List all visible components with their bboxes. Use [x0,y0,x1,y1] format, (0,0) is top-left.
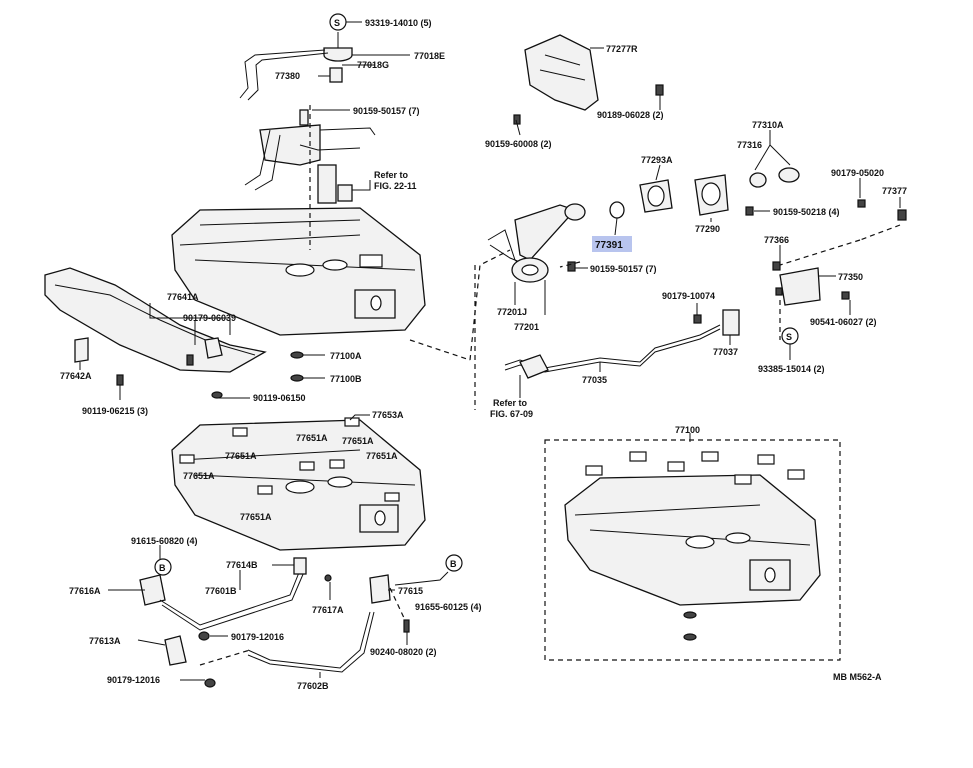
fuel-pump-assembly [239,47,376,204]
label-77391-highlighted[interactable]: 77391 [595,240,623,251]
label-77350[interactable]: 77350 [838,272,863,282]
filler-assembly [487,34,907,283]
diagram-code: MB M562-A [833,672,882,682]
label-77616a[interactable]: 77616A [69,586,101,596]
refer-to-text-2: Refer to [493,398,528,408]
marker-s-right-label: S [786,332,792,342]
label-77277r[interactable]: 77277R [606,44,638,54]
label-77651a[interactable]: 77651A [296,433,328,443]
label-77602b[interactable]: 77602B [297,681,329,691]
refer-fig-67-09[interactable]: FIG. 67-09 [490,409,533,419]
label-77651a[interactable]: 77651A [342,436,374,446]
marker-s-top: S [329,13,347,31]
label-77651a[interactable]: 77651A [366,451,398,461]
label-91655-60125[interactable]: 91655-60125 (4) [415,602,482,612]
connection-lines [199,105,581,666]
refer-to-text-1: Refer to [374,170,409,180]
label-77316[interactable]: 77316 [737,140,762,150]
label-77018g[interactable]: 77018G [357,60,389,70]
label-77377[interactable]: 77377 [882,186,907,196]
label-90159-50218[interactable]: 90159-50218 (4) [773,207,840,217]
label-90119-06215[interactable]: 90119-06215 (3) [82,406,148,416]
label-77201j[interactable]: 77201J [497,307,527,317]
label-77601b[interactable]: 77601B [205,586,237,596]
marker-b-left: B [154,558,172,576]
label-77642a[interactable]: 77642A [60,371,92,381]
refer-fig-22-11[interactable]: FIG. 22-11 [374,181,417,191]
label-77100[interactable]: 77100 [675,425,700,435]
label-77651a[interactable]: 77651A [225,451,257,461]
label-77018e[interactable]: 77018E [414,51,445,61]
label-90179-05020[interactable]: 90179-05020 [831,168,884,178]
fuel-lid [772,224,901,340]
label-77651a[interactable]: 77651A [240,512,272,522]
marker-b-right-label: B [450,559,457,569]
vent-line [504,309,740,379]
label-90119-06150[interactable]: 90119-06150 [253,393,306,403]
label-77653a[interactable]: 77653A [372,410,404,420]
label-90179-10074[interactable]: 90179-10074 [662,291,715,301]
label-90179-06039[interactable]: 90179-06039 [183,313,236,323]
label-93319-14010[interactable]: 93319-14010 (5) [365,18,432,28]
fuel-tank-assembly-box [544,439,841,661]
label-77615[interactable]: 77615 [398,586,423,596]
fuel-tank-lower [171,417,426,551]
label-77613a[interactable]: 77613A [89,636,121,646]
label-77651a[interactable]: 77651A [183,471,215,481]
label-77641a[interactable]: 77641A [167,292,199,302]
label-90189-06028[interactable]: 90189-06028 (2) [597,110,664,120]
label-77366[interactable]: 77366 [764,235,789,245]
label-77100a[interactable]: 77100A [330,351,362,361]
label-93385-15014[interactable]: 93385-15014 (2) [758,364,825,374]
label-77201[interactable]: 77201 [514,322,539,332]
label-90159-50157-mid[interactable]: 90159-50157 (7) [590,264,657,274]
marker-b-left-label: B [159,563,166,573]
marker-s-top-label: S [334,18,340,28]
label-77290[interactable]: 77290 [695,224,720,234]
label-91615-60820[interactable]: 91615-60820 (4) [131,536,198,546]
label-90159-60008[interactable]: 90159-60008 (2) [485,139,552,149]
label-90240-08020[interactable]: 90240-08020 (2) [370,647,437,657]
label-77100b[interactable]: 77100B [330,374,362,384]
label-90179-12016-a[interactable]: 90179-12016 [231,632,284,642]
marker-b-right: B [445,554,463,572]
part-highlight [592,236,632,252]
label-77617a[interactable]: 77617A [312,605,344,615]
label-77380[interactable]: 77380 [275,71,300,81]
leader-lines [79,21,901,681]
fuel-tank-upper [171,207,426,336]
label-77293a[interactable]: 77293A [641,155,673,165]
tank-straps [139,557,410,688]
label-77035[interactable]: 77035 [582,375,607,385]
label-90179-12016-b[interactable]: 90179-12016 [107,675,160,685]
label-77310a[interactable]: 77310A [752,120,784,130]
label-77037[interactable]: 77037 [713,347,738,357]
label-90541-06027[interactable]: 90541-06027 (2) [810,317,877,327]
label-77614b[interactable]: 77614B [226,560,258,570]
label-90159-50157-top[interactable]: 90159-50157 (7) [353,106,420,116]
marker-s-right: S [781,327,799,345]
